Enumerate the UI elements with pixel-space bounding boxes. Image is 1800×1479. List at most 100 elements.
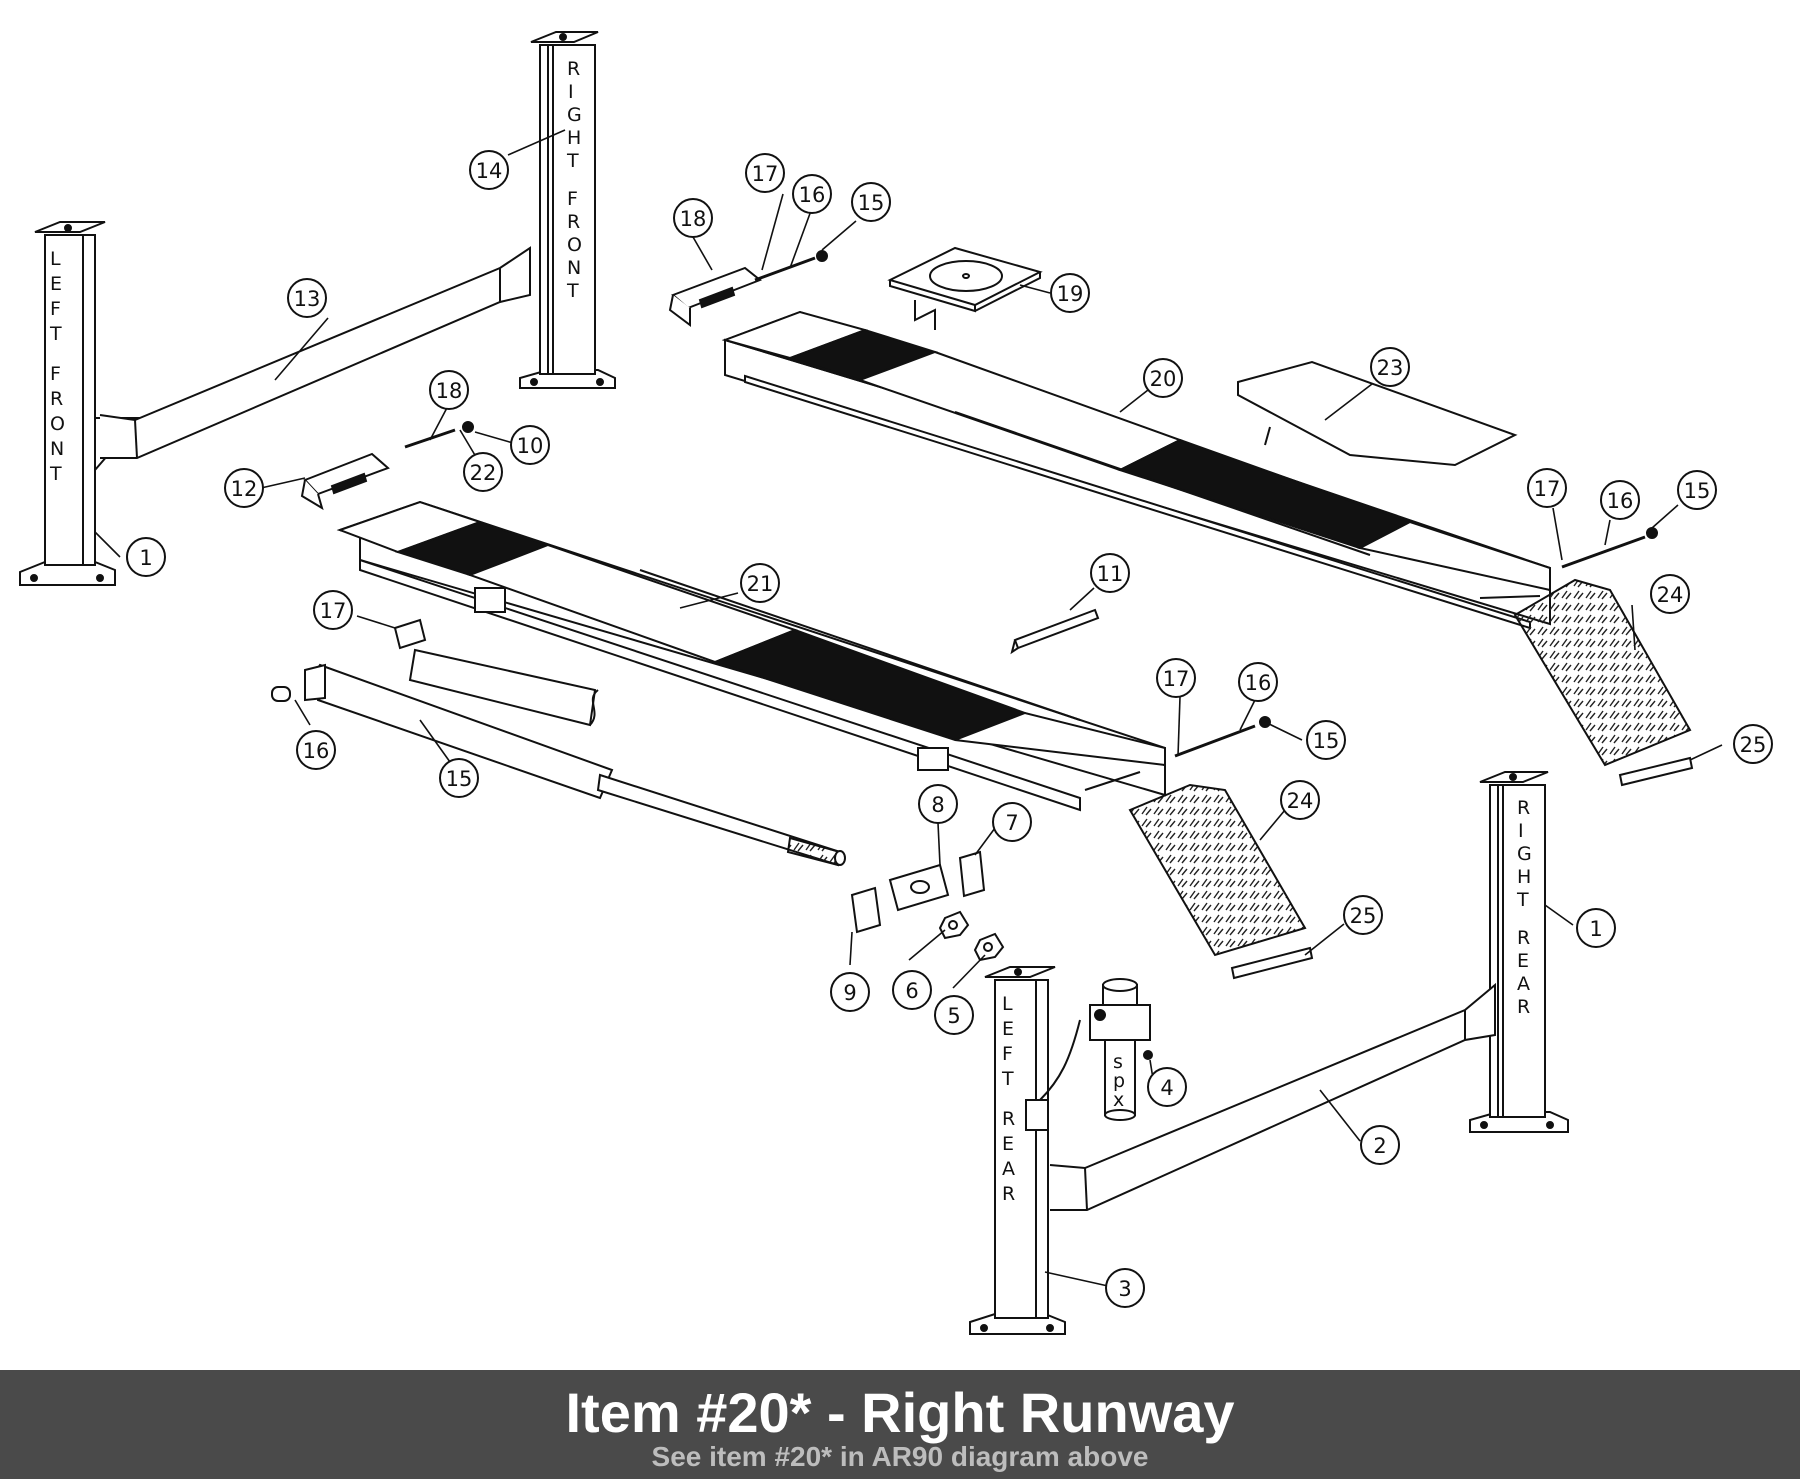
callout-bubble: 4 — [1147, 1067, 1187, 1107]
callout-bubble: 19 — [1050, 273, 1090, 313]
callout-number: 9 — [843, 981, 856, 1005]
ramp-left — [1128, 783, 1314, 980]
callout-number: 1 — [1589, 917, 1602, 941]
callout-bubble: 16 — [792, 174, 832, 214]
post-letter: O — [50, 413, 65, 435]
right-front-post: R I G H T F R O N T — [519, 31, 616, 389]
callout-number: 23 — [1377, 356, 1404, 380]
callout-bubble: 7 — [992, 802, 1032, 842]
callout-bubble: 16 — [1238, 662, 1278, 702]
callout-bubble: 17 — [1527, 468, 1567, 508]
callout-number: 8 — [931, 793, 944, 817]
post-letter: R — [567, 211, 580, 233]
post-letter: E — [1002, 1018, 1014, 1040]
callout-number: 7 — [1005, 811, 1018, 835]
callout-number: 13 — [294, 287, 321, 311]
callout-bubble: 17 — [313, 590, 353, 630]
callout-number: 10 — [517, 434, 544, 458]
callout-number: 16 — [1245, 671, 1272, 695]
callout-bubble: 17 — [1156, 658, 1196, 698]
post-letter: T — [1001, 1068, 1014, 1090]
callout-number: 16 — [303, 739, 330, 763]
callout-bubble: 10 — [510, 425, 550, 465]
callout-number: 17 — [1534, 477, 1561, 501]
callout-number: 15 — [858, 191, 885, 215]
cable-sheave — [393, 618, 599, 727]
ramp-right — [1513, 578, 1694, 787]
lift-exploded-diagram: L E F T F R O N T R I G H T F R O N T — [19, 31, 1773, 1335]
callout-number: 16 — [799, 183, 826, 207]
pump-brand-letter: p — [1113, 1070, 1125, 1092]
small-parts — [850, 850, 1005, 962]
callout-number: 18 — [680, 207, 707, 231]
callout-bubble: 20 — [1143, 358, 1183, 398]
post-letter: R — [1517, 797, 1530, 819]
post-letter: R — [1517, 996, 1530, 1018]
callout-number: 16 — [1607, 489, 1634, 513]
caption-bar: Item #20* - Right Runway See item #20* i… — [0, 1370, 1800, 1479]
post-letter: N — [567, 257, 581, 279]
callout-bubble: 15 — [851, 182, 891, 222]
callout-number: 24 — [1657, 583, 1684, 607]
callout-bubble: 16 — [1600, 480, 1640, 520]
callout-bubble: 14 — [469, 150, 509, 190]
callout-bubble: 6 — [892, 970, 932, 1010]
left-front-post: L E F T F R O N T — [19, 221, 143, 586]
post-letter: T — [566, 150, 579, 172]
callout-number: 5 — [947, 1004, 960, 1028]
callout-number: 11 — [1097, 562, 1124, 586]
post-letter: T — [49, 463, 62, 485]
wheel-chock-upper — [668, 266, 762, 327]
callout-bubble: 16 — [296, 730, 336, 770]
left-rear-post: L E F T R E A R — [969, 966, 1081, 1335]
post-letter: G — [1517, 843, 1532, 865]
post-letter: E — [1517, 950, 1529, 972]
callout-bubble: 2 — [1360, 1125, 1400, 1165]
pump-brand-letter: x — [1113, 1089, 1124, 1111]
post-letter: R — [567, 58, 580, 80]
post-letter: A — [1002, 1158, 1015, 1180]
callout-number: 15 — [446, 767, 473, 791]
hydraulic-cylinder — [271, 663, 846, 867]
callout-bubble: 23 — [1370, 347, 1410, 387]
callouts: 14 13 1 17 16 15 18 19 20 23 17 16 15 18… — [126, 150, 1773, 1308]
callout-bubble: 24 — [1280, 780, 1320, 820]
post-letter: R — [50, 388, 63, 410]
post-letter: F — [50, 363, 61, 385]
callout-number: 14 — [476, 159, 503, 183]
post-letter: T — [1516, 889, 1529, 911]
post-letter: E — [1002, 1133, 1014, 1155]
callout-bubble: 12 — [224, 468, 264, 508]
callout-bubble: 1 — [126, 537, 166, 577]
rear-crossbeam — [1049, 982, 1496, 1211]
callout-number: 17 — [320, 599, 347, 623]
callout-number: 3 — [1118, 1277, 1131, 1301]
post-letter: H — [1517, 866, 1531, 888]
caption-subtitle: See item #20* in AR90 diagram above — [651, 1441, 1149, 1472]
callout-number: 22 — [470, 461, 497, 485]
post-letter: N — [50, 438, 64, 460]
post-letter: T — [49, 323, 62, 345]
angle-bracket — [1010, 608, 1100, 655]
callout-bubble: 5 — [934, 995, 974, 1035]
callout-number: 18 — [436, 379, 463, 403]
wheel-chock-lower — [300, 452, 390, 511]
callout-bubble: 3 — [1105, 1268, 1145, 1308]
post-letter: G — [567, 104, 582, 126]
callout-number: 17 — [752, 162, 779, 186]
callout-number: 25 — [1350, 904, 1377, 928]
post-letter: I — [1518, 820, 1524, 842]
callout-number: 1 — [139, 546, 152, 570]
post-letter: F — [1002, 1043, 1013, 1065]
front-crossbeam — [99, 246, 531, 459]
post-letter: H — [567, 127, 581, 149]
callout-bubble: 9 — [830, 972, 870, 1012]
turnplate — [887, 246, 1043, 330]
callout-number: 20 — [1150, 367, 1177, 391]
left-runway — [336, 500, 1166, 812]
callout-bubble: 15 — [439, 758, 479, 798]
right-runway — [721, 310, 1551, 630]
callout-number: 17 — [1163, 667, 1190, 691]
post-letter: R — [1002, 1108, 1015, 1130]
